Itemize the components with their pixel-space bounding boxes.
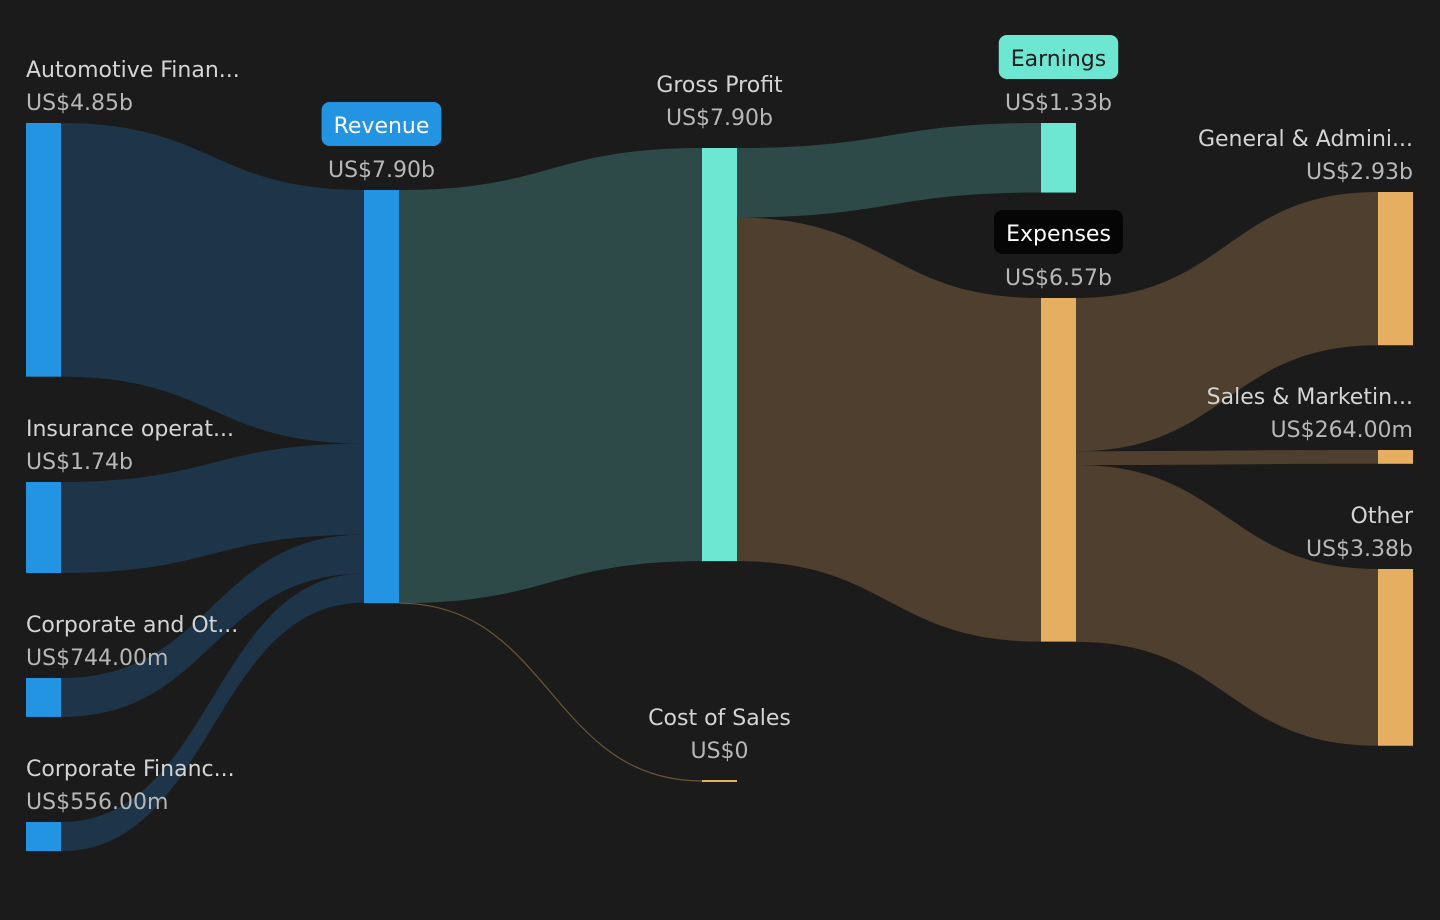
badge-bg-revenue	[321, 102, 442, 146]
node-value-revenue: US$7.90b	[328, 158, 435, 183]
links-layer	[61, 123, 1378, 852]
badge-bg-expenses	[994, 210, 1123, 254]
node-value-earnings: US$1.33b	[1005, 91, 1112, 116]
node-label-gross-profit: Gross Profit	[656, 73, 783, 98]
badge-revenue: Revenue	[321, 102, 442, 146]
link-corporate-other-to-revenue	[61, 534, 364, 717]
node-bar-earnings[interactable]	[1041, 123, 1076, 193]
node-value-cost-of-sales: US$0	[690, 739, 748, 764]
node-bar-expenses[interactable]	[1041, 298, 1076, 642]
node-bar-gross-profit[interactable]	[702, 148, 737, 562]
link-expenses-to-general-admin	[1076, 192, 1378, 452]
node-label-expenses: Expenses	[1006, 222, 1111, 247]
node-label-general-admin: General & Admini...	[1198, 127, 1413, 152]
node-value-general-admin: US$2.93b	[1306, 160, 1413, 185]
node-label-other: Other	[1351, 504, 1414, 529]
node-value-insurance: US$1.74b	[26, 450, 133, 475]
node-bar-other[interactable]	[1378, 569, 1413, 746]
link-expenses-to-other	[1076, 465, 1378, 746]
link-gross-profit-to-expenses	[737, 217, 1041, 642]
link-gross-profit-to-earnings	[737, 123, 1041, 218]
link-automotive-to-revenue	[61, 123, 364, 444]
node-label-corporate-finance: Corporate Financ...	[26, 757, 235, 782]
nodes-layer	[26, 123, 1413, 852]
badge-earnings: Earnings	[998, 35, 1119, 79]
node-label-earnings: Earnings	[1011, 47, 1106, 72]
node-bar-corporate-other[interactable]	[26, 678, 61, 717]
node-bar-revenue[interactable]	[364, 190, 399, 604]
node-bar-automotive[interactable]	[26, 123, 61, 377]
link-expenses-to-sales-marketing	[1076, 450, 1378, 466]
node-bar-cost-of-sales[interactable]	[702, 780, 737, 782]
node-value-gross-profit: US$7.90b	[666, 106, 773, 131]
node-bar-insurance[interactable]	[26, 482, 61, 574]
link-revenue-to-gross-profit	[399, 148, 702, 604]
badge-bg-earnings	[998, 35, 1119, 79]
node-label-cost-of-sales: Cost of Sales	[648, 706, 791, 731]
node-bar-sales-marketing[interactable]	[1378, 450, 1413, 464]
node-label-corporate-other: Corporate and Ot...	[26, 613, 238, 638]
node-label-revenue: Revenue	[334, 114, 430, 139]
node-label-sales-marketing: Sales & Marketin...	[1207, 385, 1413, 410]
node-value-automotive: US$4.85b	[26, 91, 133, 116]
node-label-insurance: Insurance operat...	[26, 417, 234, 442]
node-value-corporate-other: US$744.00m	[26, 646, 168, 671]
node-value-expenses: US$6.57b	[1005, 266, 1112, 291]
node-value-sales-marketing: US$264.00m	[1271, 418, 1413, 443]
node-label-automotive: Automotive Finan...	[26, 58, 240, 83]
link-revenue-to-cost-of-sales	[398, 602, 703, 782]
node-value-other: US$3.38b	[1306, 537, 1413, 562]
link-insurance-to-revenue	[61, 443, 364, 574]
badge-expenses: Expenses	[994, 210, 1123, 254]
node-bar-corporate-finance[interactable]	[26, 822, 61, 852]
node-value-corporate-finance: US$556.00m	[26, 790, 168, 815]
link-corporate-finance-to-revenue	[61, 573, 364, 852]
node-bar-general-admin[interactable]	[1378, 192, 1413, 346]
